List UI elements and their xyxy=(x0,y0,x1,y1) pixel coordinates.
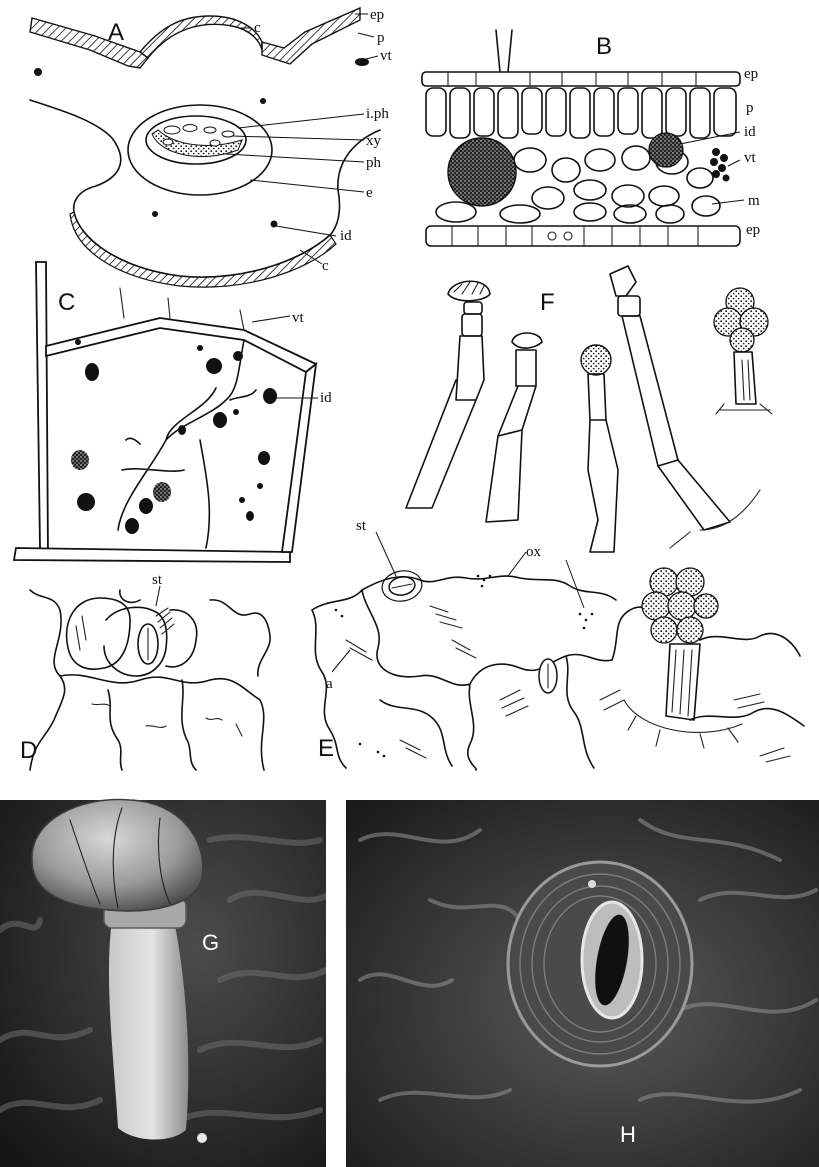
panel-b-label-vt: vt xyxy=(744,150,757,166)
panel-e-wax-striations xyxy=(346,606,790,762)
panel-b-label-p: p xyxy=(746,100,754,116)
panel-b-idioblast-small xyxy=(649,133,683,167)
panel-e-stomata xyxy=(380,568,557,693)
panel-a-upper-tissue-left xyxy=(30,18,148,68)
panel-e-label-a: a xyxy=(326,676,333,692)
photo-gutter xyxy=(326,800,346,1167)
panel-f-trichome-3 xyxy=(581,345,618,552)
panel-g-stalk xyxy=(109,920,188,1140)
panel-g-debris xyxy=(197,1133,207,1143)
panel-c-vein-right xyxy=(282,364,316,552)
panel-h-debris xyxy=(588,880,596,888)
panel-g-sem-glandular-trichome: G xyxy=(0,800,326,1167)
panel-h-letter: H xyxy=(620,1122,636,1147)
panel-e-letter: E xyxy=(318,735,334,762)
panel-c-letter: C xyxy=(58,289,75,316)
panel-c-paradermal-view: C vt id xyxy=(14,262,332,562)
panel-g-letter: G xyxy=(202,930,219,955)
panel-f-trichome-1 xyxy=(406,281,490,508)
panel-b-trichome-stalk xyxy=(496,30,512,72)
panel-b-label-ep-bottom: ep xyxy=(746,222,760,238)
panel-a-label-ep: ep xyxy=(370,7,384,23)
panel-d-letter: D xyxy=(20,737,37,764)
panel-e-label-st: st xyxy=(356,518,367,534)
panel-d-label-st: st xyxy=(152,572,163,588)
panel-a-label-p: p xyxy=(377,30,385,46)
panel-b-label-ep-top: ep xyxy=(744,66,758,82)
panel-f-trichome-2 xyxy=(486,333,542,522)
panel-b-epidermis-walls xyxy=(448,72,696,86)
panel-e-cell-walls xyxy=(312,576,804,770)
panel-e-abaxial-epidermis: E st ox a xyxy=(312,518,804,770)
panel-c-vein-top xyxy=(46,318,316,372)
panel-c-label-id: id xyxy=(320,390,332,406)
panel-a-lower-cuticle xyxy=(70,212,336,287)
panel-a-midrib-section: A c ep p vt i.ph xy ph e id c xyxy=(30,7,393,287)
panel-d-striations xyxy=(76,608,242,736)
panel-b-letter: B xyxy=(596,33,612,60)
panel-a-label-vt: vt xyxy=(380,48,393,64)
panel-a-label-id: id xyxy=(340,228,352,244)
panel-a-idioblasts xyxy=(34,58,369,228)
panel-d-cell-walls xyxy=(30,590,270,770)
panel-b-lower-epidermis xyxy=(426,226,740,246)
panel-c-vein-left xyxy=(28,262,48,556)
panel-e-glandular-trichome xyxy=(624,568,742,748)
panel-d-abaxial-epidermis: D st xyxy=(20,572,270,770)
panel-b-idioblast-large xyxy=(448,138,516,206)
panel-f-letter: F xyxy=(540,289,555,316)
panel-b-upper-epidermis xyxy=(422,72,740,86)
panel-a-upper-tissue-right xyxy=(262,8,360,64)
panel-b-vascular-trace xyxy=(710,148,730,182)
panel-a-label-xy: xy xyxy=(366,133,382,149)
panel-d-subsidiary-cells xyxy=(67,598,197,676)
panel-h-sem-stoma: H xyxy=(346,800,819,1167)
panel-c-vein-bottom xyxy=(14,548,290,562)
panel-b-label-m: m xyxy=(748,193,760,209)
panel-e-label-ox: ox xyxy=(526,544,542,560)
panel-a-label-e: e xyxy=(366,185,373,201)
panel-c-idioblast-stippled-2 xyxy=(153,482,171,502)
panel-a-label-i-ph: i.ph xyxy=(366,106,389,122)
panel-f-trichomes: F xyxy=(406,266,772,552)
panel-c-idioblast-stippled-1 xyxy=(71,450,89,470)
panel-b-palisade xyxy=(426,88,736,138)
panel-a-label-c-bottom: c xyxy=(322,258,329,274)
panel-b-leaf-transection: B ep p id vt m ep xyxy=(422,30,760,246)
panel-c-label-vt: vt xyxy=(292,310,305,326)
panel-c-veinlets xyxy=(118,340,256,548)
panel-c-idioblasts xyxy=(71,339,277,534)
panel-b-label-id: id xyxy=(744,124,756,140)
panel-b-lower-walls xyxy=(452,226,698,246)
panel-g-head xyxy=(32,800,203,911)
panel-f-trichome-5 xyxy=(714,288,772,414)
panel-a-label-ph: ph xyxy=(366,155,382,171)
panel-a-letter: A xyxy=(108,19,124,46)
panel-a-upper-cuticle xyxy=(140,16,262,58)
panel-a-label-c-top: c xyxy=(254,20,261,36)
